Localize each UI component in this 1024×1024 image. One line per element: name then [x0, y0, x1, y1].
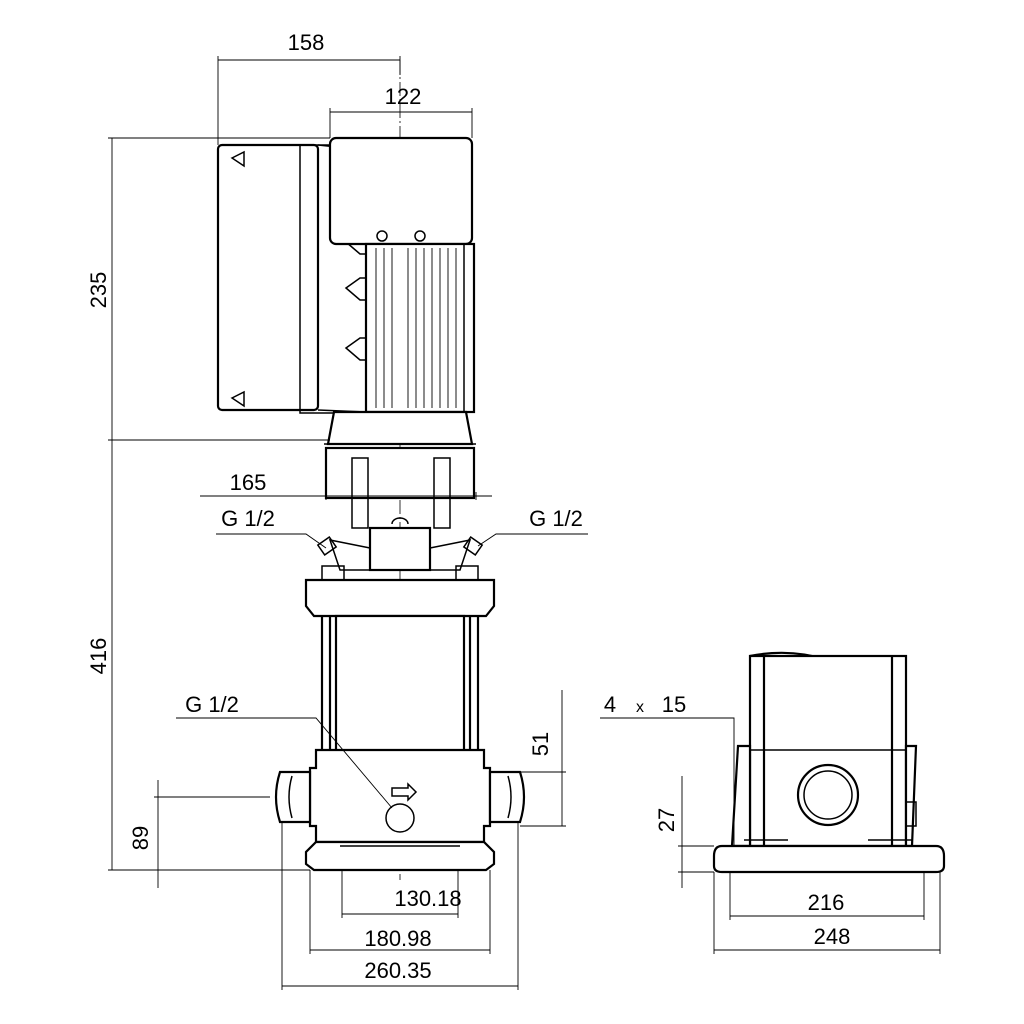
front-view	[216, 60, 526, 880]
side-port-inner	[803, 770, 853, 820]
dim-89: 89	[128, 826, 153, 850]
bolt-right	[455, 565, 479, 581]
dim-165: 165	[230, 470, 267, 495]
lifting-eye-right	[414, 230, 426, 242]
lantern-rib-right	[433, 457, 451, 529]
label-holes-x: x	[636, 699, 644, 716]
dim-216: 216	[808, 890, 845, 915]
vent-plug-left	[316, 536, 338, 556]
side-base-right	[904, 744, 918, 848]
pump-foot	[304, 840, 496, 872]
side-sleeve	[748, 654, 908, 848]
lantern	[324, 446, 476, 500]
label-g-lower: G 1/2	[185, 692, 239, 717]
outlet-port-groove	[507, 775, 512, 819]
lantern-rib-left	[351, 457, 369, 529]
dimension-texts: 158 122 235 416 165 G 1/2 G 1/2 G 1/2 51…	[86, 30, 850, 983]
inlet-port-groove	[288, 775, 293, 819]
dim-122: 122	[385, 84, 422, 109]
motor-body	[364, 242, 476, 414]
drain-plug	[385, 803, 415, 833]
dim-416: 416	[86, 638, 111, 675]
side-base-left	[730, 744, 752, 848]
label-g-right: G 1/2	[529, 506, 583, 531]
vent-plug-right	[462, 536, 484, 556]
label-holes-count: 4	[604, 692, 616, 717]
pump-head-left	[328, 539, 371, 571]
label-g-left: G 1/2	[221, 506, 275, 531]
pump-head-right	[429, 539, 472, 571]
dim-130-18: 130.18	[394, 886, 461, 911]
bolt-left	[321, 565, 345, 581]
lifting-eye-left	[376, 230, 388, 242]
outlet-port	[488, 770, 526, 824]
motor-cap	[328, 136, 474, 246]
motor-fins	[375, 244, 465, 412]
dim-260-35: 260.35	[364, 958, 431, 983]
pump-top-flange	[304, 578, 496, 618]
pump-head-block	[368, 526, 432, 572]
dim-158: 158	[288, 30, 325, 55]
side-foot	[712, 844, 946, 874]
screw-top	[230, 150, 245, 168]
side-view	[712, 651, 946, 874]
dim-248: 248	[814, 924, 851, 949]
flow-arrow-icon	[391, 782, 418, 802]
dimension-lines	[108, 56, 941, 990]
dim-180-98: 180.98	[364, 926, 431, 951]
motor-flange	[326, 410, 474, 446]
dim-235: 235	[86, 272, 111, 309]
dim-27: 27	[654, 808, 679, 832]
terminal-box	[216, 143, 320, 412]
inlet-port	[274, 770, 312, 824]
side-port	[796, 763, 860, 827]
label-holes-size: 15	[662, 692, 686, 717]
screw-bottom	[230, 390, 245, 408]
side-plug	[905, 801, 917, 827]
coupling-guard	[391, 517, 409, 525]
dim-51: 51	[528, 732, 553, 756]
